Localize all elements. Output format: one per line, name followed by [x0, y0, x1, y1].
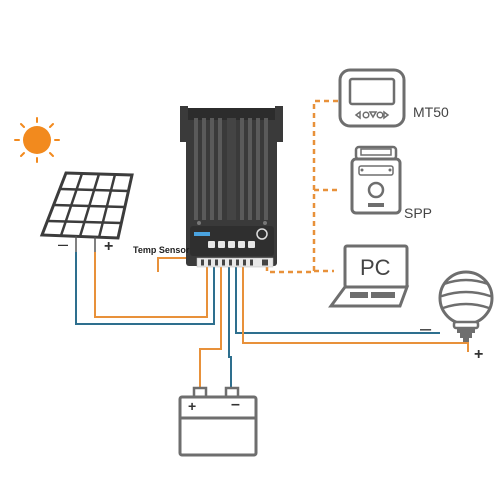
spp-device-icon — [350, 145, 402, 215]
battery-positive-sign: + — [188, 398, 197, 414]
solar-panel-icon — [39, 171, 134, 252]
spp-label: SPP — [404, 205, 433, 221]
mt50-meter-icon — [338, 68, 406, 128]
load-positive-wire — [242, 266, 469, 352]
laptop-icon — [328, 244, 410, 308]
light-bulb-icon — [438, 270, 494, 342]
panel-negative-sign: – — [58, 234, 69, 254]
battery-icon — [178, 386, 258, 457]
bulb-negative-sign: – — [420, 318, 432, 340]
bulb-positive-sign: + — [474, 346, 484, 363]
mt50-label: MT50 — [413, 104, 449, 120]
panel-positive-wire — [94, 252, 208, 318]
charge-controller-icon — [180, 106, 283, 268]
battery-negative-wire — [228, 266, 232, 390]
load-negative-wire — [235, 266, 440, 334]
battery-negative-sign: – — [231, 396, 240, 413]
communication-link — [265, 99, 340, 274]
sun-icon — [14, 117, 60, 163]
temp-sensor-label: Temp Sensor — [133, 245, 190, 255]
panel-positive-sign: + — [104, 238, 114, 255]
battery-positive-wire — [199, 266, 222, 390]
panel-negative-wire — [75, 252, 215, 325]
pc-label: PC — [360, 255, 391, 280]
